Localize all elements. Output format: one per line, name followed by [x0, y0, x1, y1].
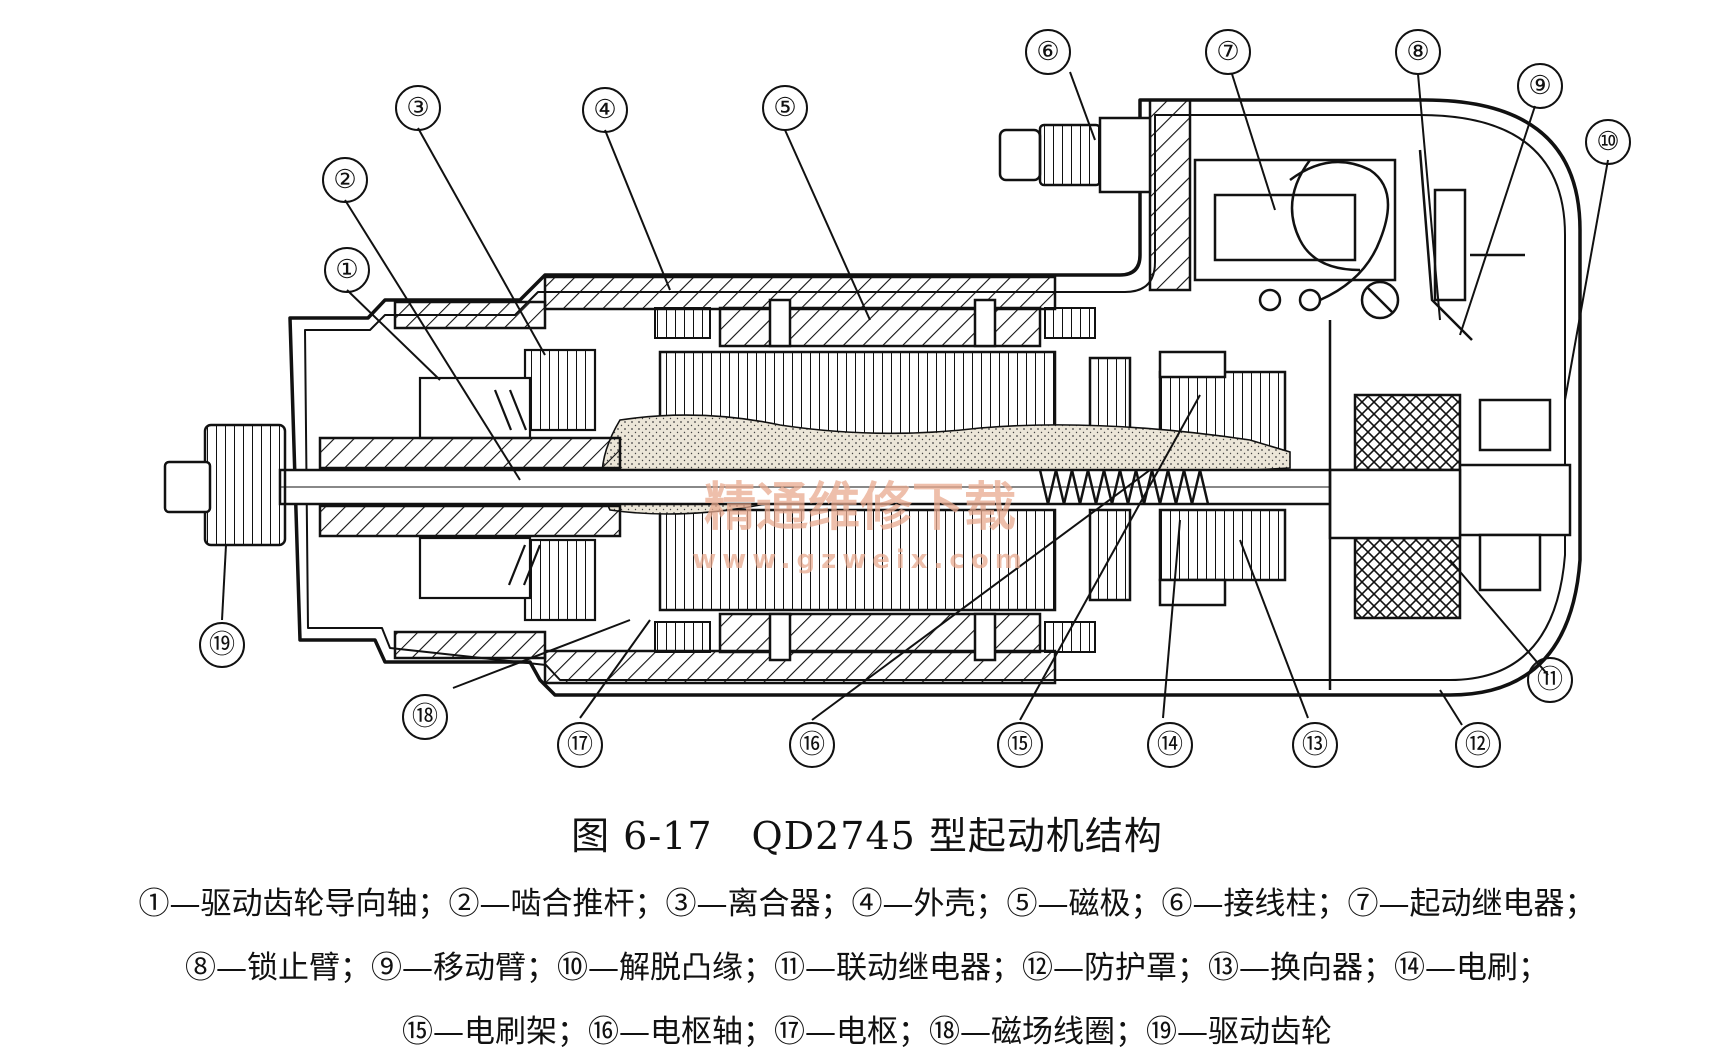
field-coils [654, 307, 1096, 653]
callout-12 [1455, 722, 1501, 768]
callout-1 [324, 247, 370, 293]
callout-6-label: ⑥ [1036, 37, 1059, 67]
callout-14-label: ⑭ [1157, 730, 1183, 760]
callout-2 [322, 157, 368, 203]
figure-caption: 图 6-17 QD2745 型起动机结构 [571, 814, 1163, 858]
callout-15-label: ⑮ [1007, 730, 1033, 760]
relay-assembly [1193, 149, 1525, 341]
interlock-relay [1328, 393, 1572, 620]
callout-16-label: ⑯ [799, 730, 825, 760]
callout-2-label: ② [333, 165, 356, 195]
magnetic-poles [718, 298, 1042, 662]
callout-3 [395, 85, 441, 131]
callout-5 [762, 85, 808, 131]
watermark-url: www.gzweix.com [692, 545, 1028, 575]
callout-17 [557, 722, 603, 768]
callout-7 [1205, 29, 1251, 75]
callout-1-label: ① [335, 255, 358, 285]
callout-19-label: ⑲ [209, 630, 235, 660]
yoke-walls [393, 98, 1192, 685]
legend-line-2: ⑧—锁止臂；⑨—移动臂；⑩—解脱凸缘；⑪—联动继电器；⑫—防护罩；⑬—换向器；⑭… [185, 950, 1549, 986]
leader-lines [221, 71, 1609, 726]
callout-7-label: ⑦ [1216, 37, 1239, 67]
callout-5-label: ⑤ [773, 93, 796, 123]
callout-19 [199, 622, 245, 668]
callout-16 [789, 722, 835, 768]
callout-9-label: ⑨ [1528, 71, 1551, 101]
callout-4 [582, 87, 628, 133]
callout-11 [1527, 657, 1573, 703]
callout-labels [199, 29, 1631, 768]
callout-10 [1585, 119, 1631, 165]
watermark: 精通维修下载 www.gzweix.com [692, 478, 1028, 575]
callout-9 [1517, 63, 1563, 109]
callout-11-label: ⑪ [1537, 665, 1563, 695]
callout-15 [997, 722, 1043, 768]
drive-pinion [163, 423, 287, 547]
callout-8 [1395, 29, 1441, 75]
callout-4-label: ④ [593, 95, 616, 125]
brush-holder [1158, 320, 1332, 690]
legend-line-3: ⑮—电刷架；⑯—电枢轴；⑰—电枢；⑱—磁场线圈；⑲—驱动齿轮 [402, 1014, 1332, 1050]
legend-line-1: ①—驱动齿轮导向轴；②—啮合推杆；③—离合器；④—外壳；⑤—磁极；⑥—接线柱；⑦… [138, 886, 1596, 922]
shaft-spring [1038, 469, 1210, 505]
callout-10-label: ⑩ [1596, 127, 1619, 157]
callout-8-label: ⑧ [1406, 37, 1429, 67]
callout-17-label: ⑰ [567, 730, 593, 760]
callout-13-label: ⑬ [1302, 730, 1328, 760]
callout-18 [402, 694, 448, 740]
callout-6 [1025, 29, 1071, 75]
outer-housing [288, 98, 1582, 697]
callout-13 [1292, 722, 1338, 768]
pinion-guide-sleeve [318, 436, 622, 538]
callout-12-label: ⑫ [1465, 730, 1491, 760]
terminal-post [998, 116, 1152, 194]
callout-14 [1147, 722, 1193, 768]
callout-3-label: ③ [406, 93, 429, 123]
callout-18-label: ⑱ [412, 702, 438, 732]
starter-cross-section-diagram: ① ② ③ ④ ⑤ ⑥ ⑦ ⑧ ⑨ ⑩ ⑪ ⑫ ⑬ ⑭ ⑮ ⑯ ⑰ ⑱ ⑲ 精通… [163, 29, 1631, 768]
watermark-text: 精通维修下载 [704, 478, 1016, 538]
